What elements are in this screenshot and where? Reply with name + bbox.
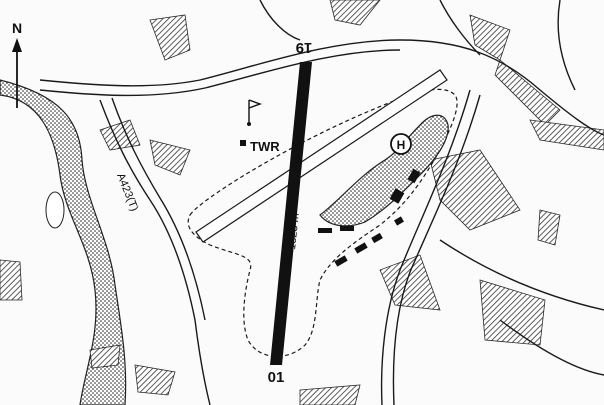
tower-icon	[247, 122, 251, 126]
heliport-label: H	[397, 138, 406, 152]
apron	[319, 114, 449, 227]
river-island	[45, 191, 65, 229]
buildings	[318, 168, 421, 267]
tower-label: TWR	[250, 139, 280, 154]
windsock-icon	[248, 99, 263, 122]
north-arrow	[12, 38, 22, 108]
runway-end-north-label: 19	[296, 39, 313, 56]
runway-end-south-label: 01	[268, 369, 285, 386]
north-label: N	[12, 20, 22, 36]
secondary-runway	[195, 69, 448, 243]
main-runway	[270, 62, 312, 365]
airfield-boundary	[187, 88, 458, 357]
tower-marker	[240, 140, 246, 146]
roads	[39, 0, 604, 405]
heliport-marker	[390, 133, 412, 155]
runway-length-label: 1823 m	[286, 213, 302, 251]
